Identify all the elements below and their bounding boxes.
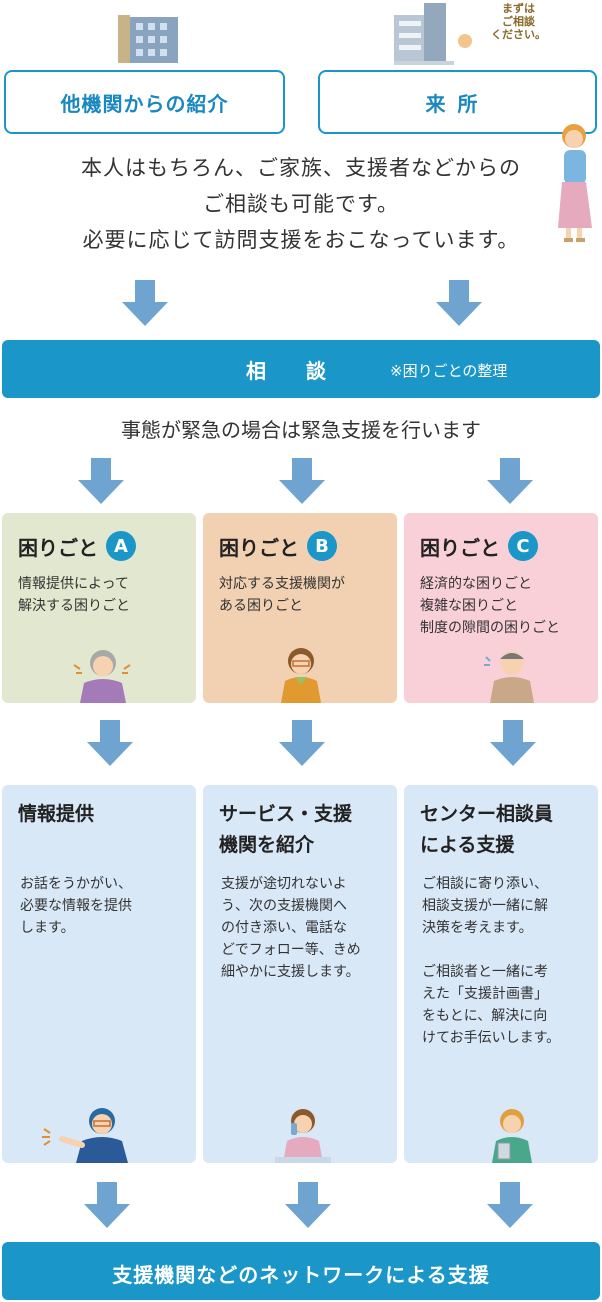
problem-desc: 情報提供によって 解決する困りごと: [18, 573, 130, 617]
support-desc: ご相談に寄り添い、 相談支援が一緒に解 決策を考えます。 ご相談者と一緒に考 え…: [422, 873, 560, 1049]
balloon-line: ご相談: [502, 15, 535, 28]
support-desc-line: ご相談者と一緒に考: [422, 964, 548, 980]
phone-staff-illustration-icon: [275, 1109, 331, 1163]
support-box-referral: サービス・支援 機関を紹介 支援が途切れないよ う、次の支援機関へ の付き添い、…: [203, 785, 397, 1163]
consult-note: ※困りごとの整理: [390, 362, 508, 380]
support-desc: お話をうかがい、 必要な情報を提供 します。: [20, 873, 132, 939]
letter-badge: A: [106, 531, 136, 561]
elderly-woman-illustration-icon: [73, 650, 131, 703]
support-title: センター相談員 による支援: [420, 799, 553, 861]
building-icon: [118, 15, 178, 63]
problem-title: 困りごと A: [18, 531, 136, 561]
support-desc-line: 必要な情報を提供: [20, 898, 132, 914]
balloon-line: ください。: [491, 28, 546, 41]
problem-desc-line: 制度の隙間の困りごと: [420, 620, 560, 636]
support-desc: 支援が途切れないよ う、次の支援機関へ の付き添い、電話な どでフォロー等、きめ…: [221, 873, 361, 983]
down-arrow-icon: [279, 458, 325, 506]
down-arrow-icon: [122, 280, 168, 328]
down-arrow-icon: [490, 720, 536, 768]
balloon-line: まずは: [502, 2, 535, 15]
consult-bar: 相談 ※困りごとの整理: [2, 340, 600, 398]
intro-line: 必要に応じて訪問支援をおこなっています。: [82, 228, 520, 252]
support-title: サービス・支援 機関を紹介: [219, 799, 352, 861]
visit-entry-box: 来所: [318, 70, 597, 134]
problem-desc-line: 複雑な困りごと: [420, 598, 518, 614]
problem-title-text: 困りごと: [18, 535, 98, 560]
referral-entry-box: 他機関からの紹介: [4, 70, 285, 134]
support-box-info: 情報提供 お話をうかがい、 必要な情報を提供 します。: [2, 785, 196, 1163]
support-desc-line: えた「支援計画書」: [422, 986, 548, 1002]
problem-title-text: 困りごと: [219, 535, 299, 560]
problem-desc-line: 対応する支援機関が: [219, 576, 345, 592]
support-desc-line: 相談支援が一緒に解: [422, 898, 548, 914]
intro-text: 本人はもちろん、ご家族、支援者などからの ご相談も可能です。 必要に応じて訪問支…: [0, 150, 602, 258]
balloon-dot: [458, 34, 472, 48]
problem-title-text: 困りごと: [420, 535, 500, 560]
down-arrow-icon: [487, 458, 533, 506]
problem-box-a: 困りごと A 情報提供によって 解決する困りごと: [2, 513, 196, 703]
letter-badge: C: [508, 531, 538, 561]
problem-desc-line: 情報提供によって: [18, 576, 129, 592]
support-desc-line: どでフォロー等、きめ: [221, 942, 361, 958]
referral-label: 他機関からの紹介: [60, 91, 229, 116]
support-desc-line: ご相談に寄り添い、: [422, 876, 548, 892]
down-arrow-icon: [487, 1182, 533, 1230]
problem-desc: 経済的な困りごと 複雑な困りごと 制度の隙間の困りごと: [420, 573, 560, 639]
down-arrow-icon: [87, 720, 133, 768]
visit-label: 来所: [425, 91, 490, 116]
problem-title: 困りごと C: [420, 531, 538, 561]
network-support-bar: 支援機関などのネットワークによる支援: [2, 1242, 600, 1300]
support-desc-line: 支援が途切れないよ: [221, 876, 347, 892]
network-title: 支援機関などのネットワークによる支援: [112, 1263, 490, 1287]
counselor-illustration-icon: [492, 1109, 532, 1163]
support-title: 情報提供: [18, 799, 94, 830]
support-desc-line: う、次の支援機関へ: [221, 898, 347, 914]
down-arrow-icon: [285, 1182, 331, 1230]
support-box-counselor: センター相談員 による支援 ご相談に寄り添い、 相談支援が一緒に解 決策を考えま…: [404, 785, 598, 1163]
support-desc-line: [422, 939, 560, 961]
problem-title: 困りごと B: [219, 531, 337, 561]
support-desc-line: けてお手伝いします。: [422, 1030, 561, 1046]
support-title-line: 情報提供: [18, 803, 95, 825]
down-arrow-icon: [436, 280, 482, 328]
consult-title: 相談: [246, 359, 366, 383]
down-arrow-icon: [78, 458, 124, 506]
speech-balloon: まずは ご相談 ください。: [491, 2, 546, 41]
letter-badge: B: [307, 531, 337, 561]
problem-desc: 対応する支援機関が ある困りごと: [219, 573, 345, 617]
support-title-line: 機関を紹介: [219, 834, 315, 856]
worried-man-illustration-icon: [484, 651, 534, 703]
support-desc-line: をもとに、解決に向: [422, 1008, 548, 1024]
problem-box-c: 困りごと C 経済的な困りごと 複雑な困りごと 制度の隙間の困りごと: [404, 513, 598, 703]
support-desc-line: します。: [20, 920, 75, 936]
support-desc-line: の付き添い、電話な: [221, 920, 347, 936]
down-arrow-icon: [84, 1182, 130, 1230]
down-arrow-icon: [279, 720, 325, 768]
problem-desc-line: ある困りごと: [219, 598, 303, 614]
office-building-icon: [394, 3, 454, 65]
young-man-illustration-icon: [281, 648, 321, 703]
support-title-line: センター相談員: [420, 803, 554, 825]
support-title-line: サービス・支援: [219, 803, 353, 825]
problem-box-b: 困りごと B 対応する支援機関が ある困りごと: [203, 513, 397, 703]
problem-desc-line: 経済的な困りごと: [420, 576, 532, 592]
support-title-line: による支援: [420, 834, 515, 856]
support-desc-line: 決策を考えます。: [422, 920, 533, 936]
woman-illustration-icon: [558, 124, 592, 242]
staff-man-illustration-icon: [42, 1108, 128, 1163]
intro-line: 本人はもちろん、ご家族、支援者などからの: [81, 156, 521, 180]
support-desc-line: お話をうかがい、: [20, 876, 132, 892]
emergency-text: 事態が緊急の場合は緊急支援を行います: [121, 418, 481, 442]
problem-desc-line: 解決する困りごと: [18, 598, 130, 614]
support-desc-line: 細やかに支援します。: [221, 964, 360, 980]
intro-line: ご相談も可能です。: [203, 192, 399, 216]
